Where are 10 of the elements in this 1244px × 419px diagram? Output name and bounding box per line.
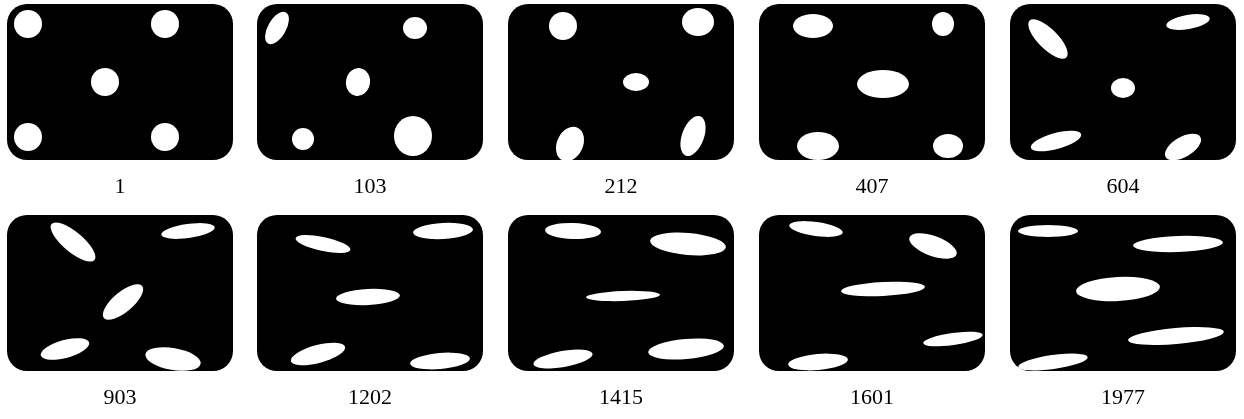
frame-number: 1 bbox=[114, 175, 126, 197]
frame-number: 604 bbox=[1106, 175, 1140, 197]
frame-number: 903 bbox=[103, 386, 137, 408]
frame-number: 1601 bbox=[850, 386, 894, 408]
frame-number: 1202 bbox=[348, 386, 392, 408]
frame-number: 212 bbox=[604, 175, 638, 197]
frame-number: 1415 bbox=[599, 386, 643, 408]
frame-number: 1977 bbox=[1101, 386, 1145, 408]
frame-number: 407 bbox=[855, 175, 889, 197]
frame-number: 103 bbox=[353, 175, 387, 197]
